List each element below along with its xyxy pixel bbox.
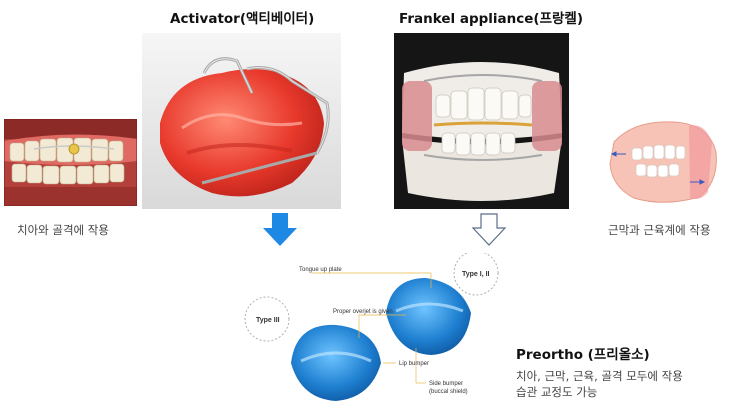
intraoral-teeth-photo [4, 119, 137, 206]
activator-photo [142, 33, 341, 209]
left-caption: 치아와 골격에 작용 [17, 223, 109, 237]
frankel-title: Frankel appliance(프랑켈) [399, 11, 584, 27]
muscle-diagram [604, 112, 722, 208]
outline-down-arrow-icon [471, 213, 507, 246]
type-i-ii-label: Type I, II [462, 271, 490, 278]
frankel-photo [394, 33, 569, 209]
lip-bumper-label: Lip bumper [399, 361, 429, 367]
side-bumper-label: Side bumper [429, 381, 463, 387]
proper-overjet-label: Proper overjet is given [333, 309, 393, 315]
right-caption: 근막과 근육계에 작용 [608, 223, 711, 237]
preortho-diagram: Type III Type I, II Tongue up plate Prop… [241, 253, 501, 413]
buccal-shield-label: (buccal shield) [429, 389, 468, 395]
blue-down-arrow-icon [263, 213, 297, 246]
tongue-up-plate-label: Tongue up plate [299, 267, 342, 273]
type-iii-label: Type III [256, 317, 280, 324]
preortho-title: Preortho (프리올소) [516, 347, 650, 363]
preortho-caption-line2: 습관 교정도 가능 [516, 385, 598, 399]
activator-title: Activator(액티베이터) [170, 11, 315, 27]
preortho-caption-line1: 치아, 근막, 근육, 골격 모두에 작용 [516, 369, 683, 383]
